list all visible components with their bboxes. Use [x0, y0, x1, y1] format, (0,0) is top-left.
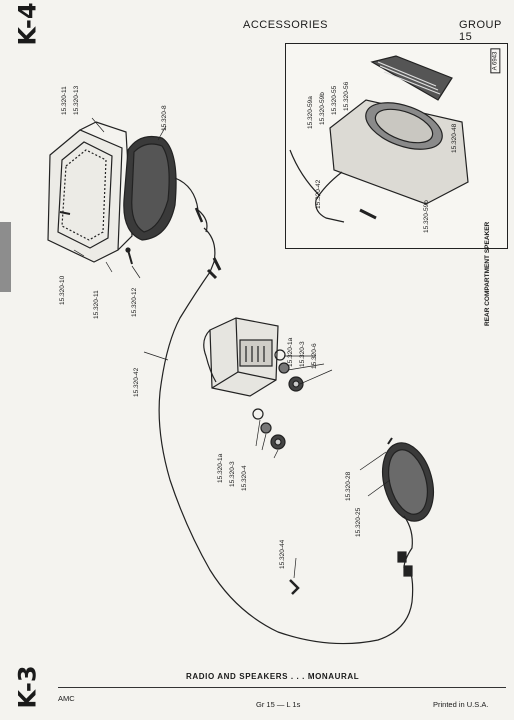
figure-caption: RADIO AND SPEAKERS . . . MONAURAL	[186, 672, 360, 681]
label-15-320-8: 15.320-8	[161, 105, 168, 131]
footer-rule	[58, 687, 506, 688]
label-15-320-1a-right: 15.320-1a	[287, 337, 294, 367]
label-15-320-10: 15.320-10	[59, 275, 66, 305]
label-15-320-25: 15.320-25	[355, 507, 362, 537]
footer-printed: Printed in U.S.A.	[433, 700, 489, 709]
speaker-bezel	[47, 121, 133, 263]
group-title: GROUP 15	[459, 19, 502, 43]
screw-bezel	[59, 211, 71, 215]
knob-set-left	[252, 408, 286, 450]
footer-page-ref: Gr 15 — L 1s	[256, 700, 301, 709]
label-15-320-12: 15.320-12	[131, 287, 138, 317]
inset-label-1: 15.320-59a	[307, 96, 314, 129]
inset-speaker-board	[289, 55, 469, 223]
label-15-320-28: 15.320-28	[345, 471, 352, 501]
label-15-320-3-right: 15.320-3	[299, 341, 306, 367]
label-15-320-6: 15.320-6	[311, 343, 318, 369]
inset-label-4: 15.320-56	[343, 81, 350, 111]
label-15-320-3-left: 15.320-3	[229, 461, 236, 487]
section-title: ACCESSORIES	[243, 19, 328, 31]
radio-receiver	[203, 317, 279, 397]
label-15-320-11-top: 15.320-11	[61, 86, 68, 115]
inset-label-2: 15.320-59b	[319, 92, 326, 125]
label-15-320-42: 15.320-42	[133, 367, 140, 397]
oval-speaker-28	[382, 437, 434, 577]
inset-label-3: 15.320-55	[331, 85, 338, 115]
label-15-320-1a-left: 15.320-1a	[217, 453, 224, 483]
label-15-320-4: 15.320-4	[241, 465, 248, 491]
index-tab	[0, 222, 11, 292]
speaker-harness-42	[158, 227, 414, 645]
connector-44	[289, 579, 300, 595]
inset-label-7: 15.320-59b	[423, 200, 430, 233]
label-15-320-11-bottom: 15.320-11	[93, 290, 100, 319]
label-15-320-44: 15.320-44	[279, 539, 286, 569]
front-speaker	[123, 135, 208, 241]
footer-brand: AMC	[58, 694, 75, 703]
inset-caption: REAR COMPARTMENT SPEAKER	[484, 221, 491, 326]
screw-12	[125, 247, 133, 265]
inset-reference: A 6943	[490, 48, 501, 74]
inset-label-5: 15.320-48	[451, 123, 458, 153]
inset-label-6: 15.320-42	[315, 179, 322, 209]
knob-set-right	[274, 349, 304, 392]
label-15-320-13: 15.320-13	[73, 85, 80, 115]
